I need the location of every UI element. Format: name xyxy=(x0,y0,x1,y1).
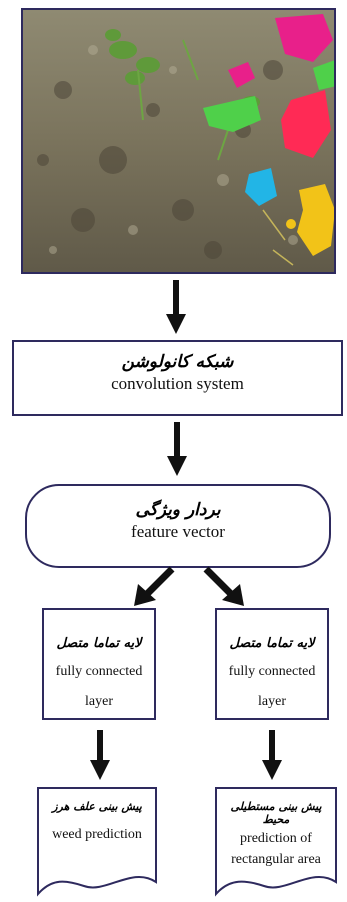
rect-prediction-box: پیش بینی مستطیلی محیط prediction of rect… xyxy=(216,800,336,868)
arrow-down-left-icon xyxy=(134,566,175,606)
field-photo-drawing xyxy=(23,10,334,272)
convolution-network-box: شبکه کانولوشن convolution system xyxy=(12,340,343,416)
weed-segment-cyan xyxy=(245,168,277,206)
weed-segment-green xyxy=(203,60,334,132)
weed-segment-magenta xyxy=(228,14,333,88)
fc-right-label-en-line1: fully connected xyxy=(228,664,316,679)
weed-segment-red xyxy=(281,90,331,158)
arrow-down-icon xyxy=(262,730,282,780)
weed-prediction-document-shape xyxy=(37,787,157,897)
weed-prediction-label-en: weed prediction xyxy=(52,827,142,842)
rect-prediction-document-shape xyxy=(215,787,337,897)
weed-prediction-label-fa: پیش بینی علف هرز xyxy=(52,800,142,813)
arrow-down-right-icon xyxy=(203,566,244,606)
feature-vector-label-en: feature vector xyxy=(131,522,225,541)
arrow-down-icon xyxy=(167,422,187,476)
fully-connected-layer-left: لایه تماما متصل fully connected layer xyxy=(42,608,156,720)
fc-right-label-en-line2: layer xyxy=(258,694,286,709)
feature-vector-label-fa: بردار ویژگی xyxy=(135,500,221,520)
fc-left-label-en-line2: layer xyxy=(85,694,113,709)
rect-prediction-label-en-line1: prediction of xyxy=(240,831,312,846)
fc-right-label-fa: لایه تماما متصل xyxy=(229,636,315,651)
weed-segment-yellow xyxy=(286,184,334,256)
convolution-label-fa: شبکه کانولوشن xyxy=(121,352,234,372)
arrow-down-icon xyxy=(90,730,110,780)
rect-prediction-label-fa: پیش بینی مستطیلی محیط xyxy=(230,800,322,826)
fc-left-label-fa: لایه تماما متصل xyxy=(56,636,142,651)
weed-prediction-box: پیش بینی علف هرز weed prediction xyxy=(38,800,156,843)
arrow-down-icon xyxy=(166,280,186,334)
convolution-label-en: convolution system xyxy=(111,374,244,393)
rect-prediction-label-en-line2: rectangular area xyxy=(231,852,321,867)
input-field-image xyxy=(21,8,336,274)
feature-vector-box: بردار ویژگی feature vector xyxy=(25,484,331,568)
fc-left-label-en-line1: fully connected xyxy=(55,664,143,679)
fully-connected-layer-right: لایه تماما متصل fully connected layer xyxy=(215,608,329,720)
